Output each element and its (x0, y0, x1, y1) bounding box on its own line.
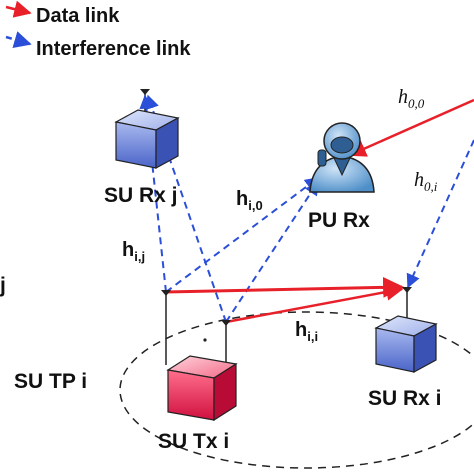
channel-label-hij: hi,j (122, 239, 145, 264)
channel-label-h00-base: h (398, 86, 408, 108)
su-tx-i-antenna-right (221, 320, 231, 326)
left-edge-j-label: j (0, 274, 6, 297)
channel-label-h0i: h0,i (414, 169, 438, 194)
interference-link-tx-right-to-pu (225, 180, 319, 323)
pu-rx-label: PU Rx (308, 209, 370, 232)
legend: Data link Interference link (5, 0, 191, 60)
channel-label-h00: h0,0 (398, 86, 425, 111)
interference-link-tx-left-to-pu (165, 177, 320, 293)
su-tx-i-dot (203, 338, 207, 342)
su-rx-i-label: SU Rx i (368, 387, 442, 410)
su-rx-j-antenna (140, 89, 150, 95)
interference-link-tx-left-to-rx-j (139, 94, 167, 293)
channel-label-h0i-base: h (414, 169, 424, 191)
channel-label-hij-sub: i,j (134, 249, 145, 264)
su-tx-i-antenna-left (161, 290, 171, 296)
su-tp-i-boundary (119, 311, 474, 469)
su-rx-i-antenna (402, 287, 412, 293)
su-tp-i-label: SU TP i (14, 370, 87, 393)
channel-label-hii-base: h (295, 319, 307, 341)
su-tx-i-box (166, 355, 238, 422)
channel-label-hii-sub: i,i (307, 329, 318, 344)
interference-links (139, 94, 474, 323)
antenna-tips (140, 89, 412, 326)
legend-data-link-label: Data link (36, 5, 120, 27)
channel-label-hii: hi,i (295, 319, 318, 344)
su-rx-j-box (114, 109, 180, 170)
legend-interference-link-arrow (5, 31, 32, 48)
data-links (165, 98, 474, 324)
su-rx-j-label: SU Rx j (104, 184, 178, 207)
interference-link-tx-right-to-rx-j (145, 94, 227, 323)
channel-label-hi0-sub: i,0 (248, 198, 262, 213)
data-link-tx-right-to-rx-i (225, 283, 404, 324)
pu-rx-user-icon (309, 122, 375, 193)
legend-interference-link-label: Interference link (36, 38, 191, 60)
su-tx-i-label: SU Tx i (158, 430, 229, 453)
su-rx-i-box (374, 315, 438, 374)
channel-label-hij-base: h (122, 239, 134, 261)
channel-label-hi0: hi,0 (236, 188, 263, 213)
channel-label-hi0-base: h (236, 188, 248, 210)
channel-label-h0i-sub: 0,i (424, 179, 438, 194)
interference-link-pu-tx-to-su-rx-i (406, 139, 474, 289)
data-link-pu-tx-to-pu-rx (348, 98, 474, 157)
legend-data-link-arrow (5, 0, 32, 18)
channel-label-h00-sub: 0,0 (408, 96, 425, 111)
data-link-tx-left-to-rx-i (165, 276, 405, 298)
